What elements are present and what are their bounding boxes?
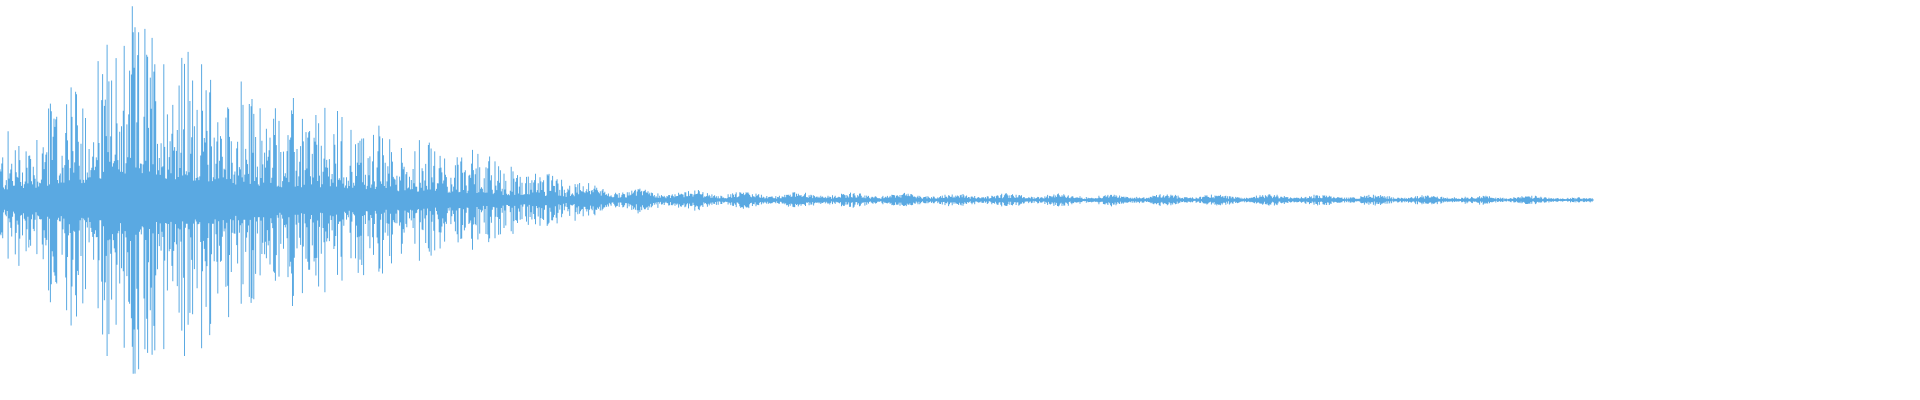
waveform-path — [0, 6, 1594, 374]
waveform-samples — [0, 6, 1594, 374]
